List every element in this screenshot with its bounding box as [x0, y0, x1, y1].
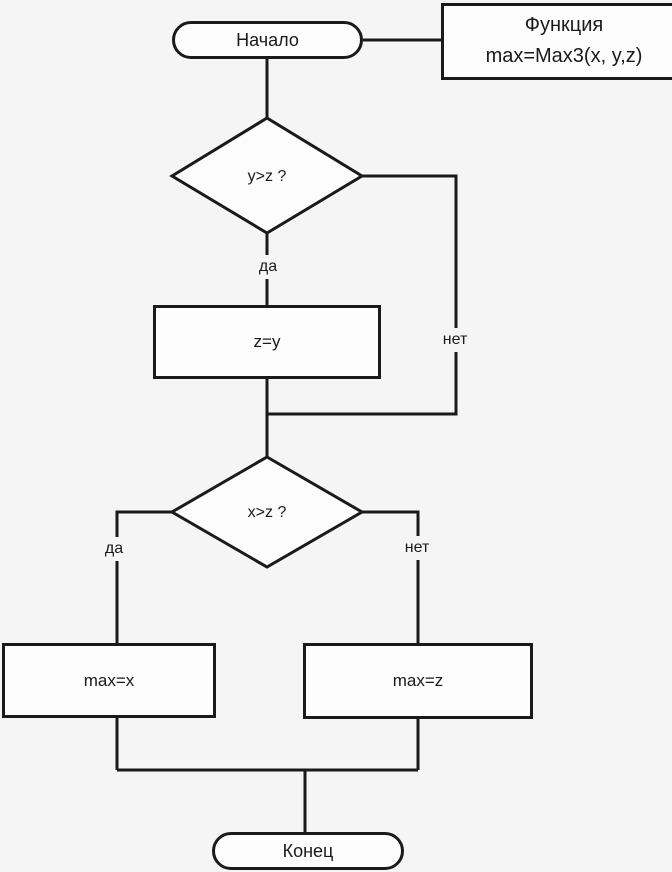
- process-max-x-label: max=x: [83, 670, 135, 690]
- edge-decision2-yes: [115, 510, 172, 643]
- edge-decision1-no: [268, 174, 458, 416]
- decision2-yes-label: да: [100, 537, 128, 561]
- edge-decision2-no: [362, 510, 420, 643]
- process-z-eq-y-label: z=y: [253, 332, 281, 351]
- decision1-yes-label: да: [254, 255, 282, 279]
- process-z-eq-y: z=y: [153, 305, 381, 379]
- process-max-z: max=z: [303, 643, 533, 719]
- decision1-shape: [169, 116, 365, 235]
- decision2-label: x>z ?: [247, 504, 287, 521]
- function-annotation-signature: max=Max3(x, y,z): [485, 44, 643, 67]
- process-max-x: max=x: [2, 643, 216, 718]
- function-annotation-title: Функция: [524, 13, 604, 36]
- decision1-no-label: нет: [438, 328, 472, 352]
- start-terminator: Начало: [172, 21, 363, 59]
- decision2-shape: [169, 455, 365, 569]
- function-annotation: Функция max=Max3(x, y,z): [441, 3, 672, 80]
- start-label: Начало: [236, 29, 299, 50]
- end-terminator: Конец: [212, 832, 404, 870]
- decision1-label: y>z ?: [247, 168, 287, 185]
- end-label: Конец: [282, 840, 334, 861]
- decision2-no-label: нет: [400, 536, 434, 560]
- process-max-z-label: max=z: [392, 671, 444, 690]
